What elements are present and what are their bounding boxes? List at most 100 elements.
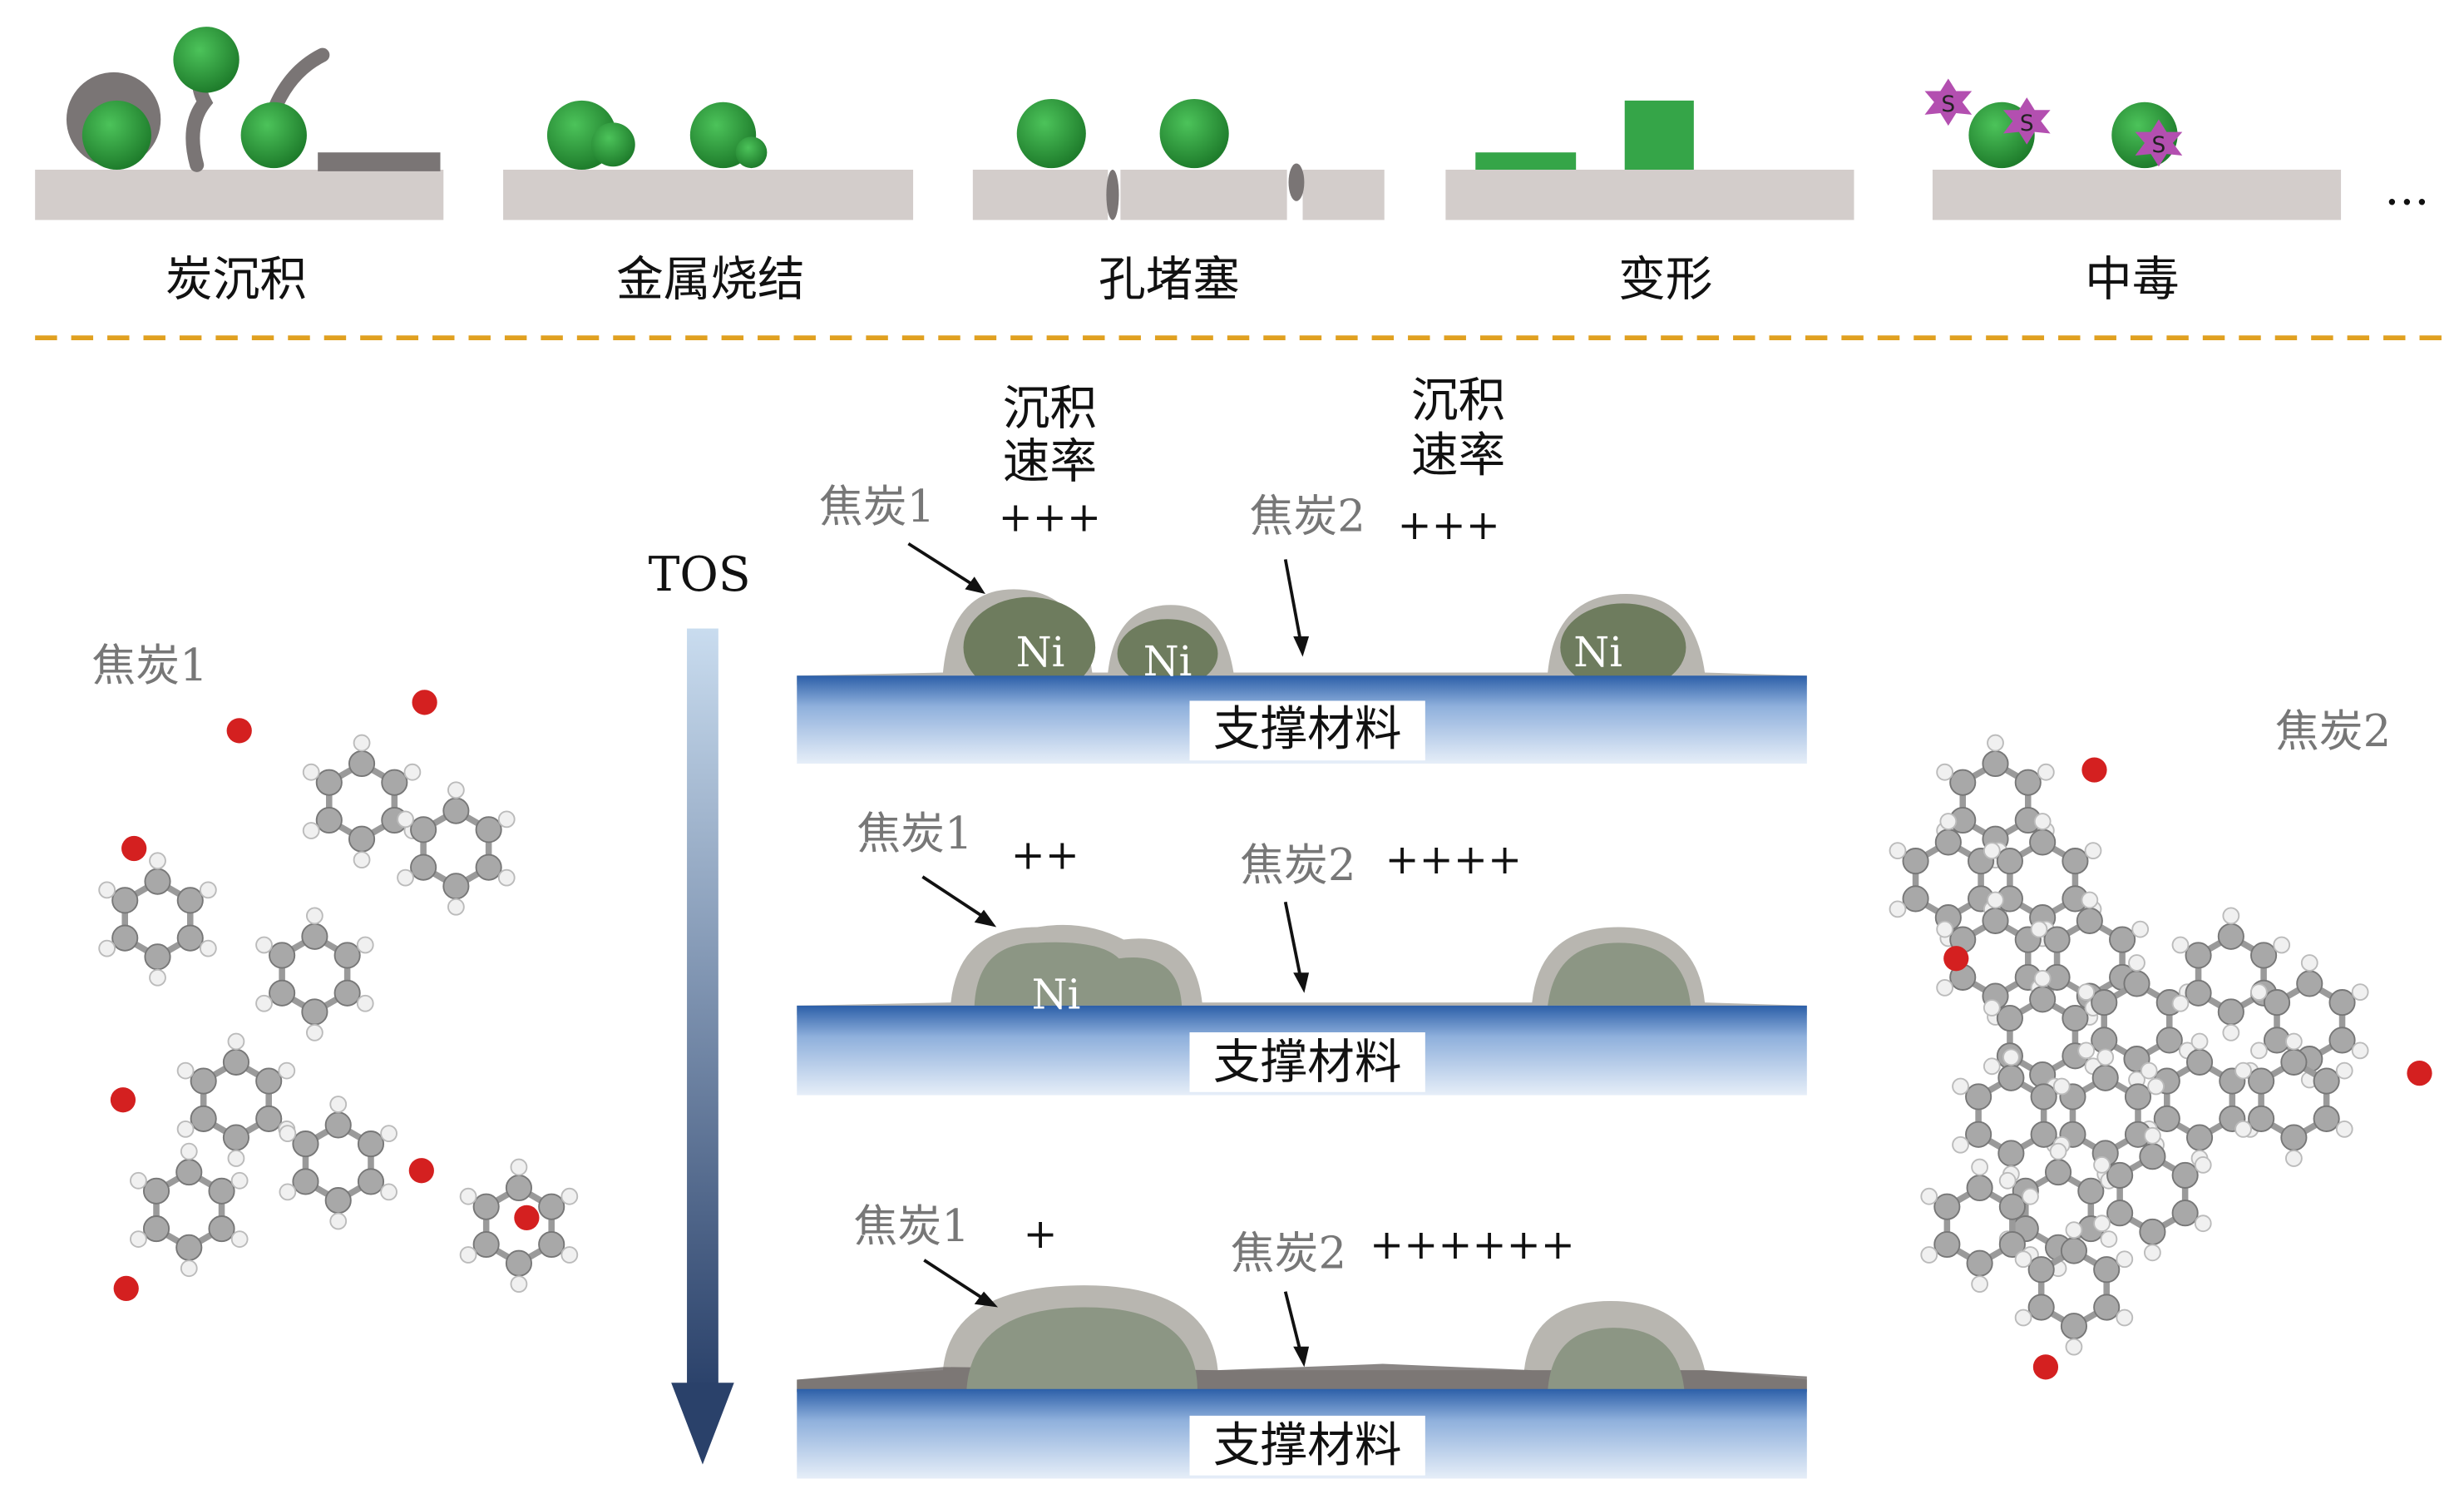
carbon-atom [2062,848,2089,875]
carbon-atom [269,942,296,969]
ni-particle [966,1307,1197,1391]
carbon-atom [315,806,343,834]
pointer-arrow [907,542,979,590]
hydrogen-atom [2250,983,2268,1002]
hydrogen-atom [2147,1077,2165,1096]
carbon-atom [2109,926,2136,953]
carbon-atom [357,1130,385,1158]
carbon-atom [2014,769,2042,796]
carbon-atom [348,750,376,778]
hydrogen-atom [2190,1032,2209,1051]
coke-layer [318,152,441,171]
ni-label: Ni [1032,971,1081,1019]
oxygen-atom [1943,946,1969,972]
pointer-arrow [1283,559,1303,645]
carbon-atom [315,769,343,796]
sulfur-symbol: S [2020,111,2034,136]
hydrogen-atom [2250,1041,2268,1060]
oxygen-atom [2032,1354,2059,1380]
hydrogen-atom [2351,1041,2369,1060]
hydrogen-atom [1920,1187,1938,1205]
ni-label: Ni [1016,628,1065,676]
hydrogen-atom [98,881,116,899]
pointer-arrow [923,1259,988,1303]
hydrogen-atom [2116,1250,2134,1269]
metal-particle [590,122,635,167]
carbon-atom [2217,998,2244,1026]
reshaped-particle [1624,100,1694,170]
carbon-atom [1997,1064,2025,1091]
hydrogen-atom [459,1187,477,1205]
carbon-atom [2029,829,2057,856]
carbon-atom [538,1193,565,1220]
oxygen-atom [2407,1061,2432,1086]
carbon-atom [1997,1140,2025,1167]
carbon-atom [1933,1230,1961,1259]
hydrogen-atom [2194,1215,2212,1233]
mechanism-label: 炭沉积 [165,252,307,307]
carbon-atom [2171,1161,2199,1189]
coke2-molecule-model [1889,734,2432,1380]
carbon-atom [2313,1105,2340,1132]
hydrogen-atom [1983,1057,2001,1076]
carbon-atom [1966,1174,1993,1202]
tos-arrow-icon [671,628,734,1465]
molecule-left-label: 焦炭1 [91,641,207,691]
carbon-atom [2093,1256,2121,1284]
hydrogen-atom [459,1246,477,1264]
carbon-atom [538,1230,565,1259]
tos-label: TOS [649,547,751,602]
carbon-atom [1902,848,1929,875]
carbon-atom [324,1187,352,1215]
hydrogen-atom [2171,994,2190,1012]
hydrogen-atom [510,1275,528,1293]
carbon-atom [1996,848,2023,875]
hydrogen-atom [199,881,217,899]
hydrogen-atom [329,1212,348,1230]
carbon-atom [2217,923,2244,950]
hydrogen-atom [2052,1077,2071,1096]
carbon-atom [410,853,437,881]
carbon-atom [142,1215,170,1243]
hydrogen-atom [497,868,516,887]
support-bar [972,170,1109,220]
coke1-rate: + [1023,1210,1057,1258]
carbon-atom [2171,1200,2199,1227]
carbon-atom [2123,970,2150,997]
carbon-atom [2185,979,2212,1007]
support-label: 支撑材料 [1213,701,1402,756]
rate-label: 速率 [1411,428,1505,483]
sulfur-symbol: S [1941,92,1955,117]
hydrogen-atom [130,1171,147,1190]
carbon-atom [2030,1083,2057,1111]
carbon-atom [1966,1249,1993,1277]
carbon-atom [2062,1004,2089,1032]
carbon-atom [475,816,502,843]
carbon-atom [190,1105,217,1132]
hydrogen-atom [279,1125,297,1143]
coke2-label: 焦炭2 [1249,491,1365,542]
hydrogen-atom [2351,983,2369,1002]
oxygen-atom [121,835,147,862]
carbon-atom [175,1159,203,1186]
ni-particle [963,596,1096,698]
ni-particle [1548,1328,1685,1391]
carbon-atom [2027,1294,2055,1321]
carbon-atom [144,868,171,895]
sulfur-symbol: S [2152,132,2166,158]
carbon-atom [442,873,470,900]
hydrogen-atom [2144,1244,2161,1262]
hydrogen-atom [2077,1041,2096,1060]
metal-particle [81,100,151,170]
carbon-atom [357,1168,385,1195]
carbon-atom [2155,1027,2183,1054]
hydrogen-atom [2033,970,2052,987]
hydrogen-atom [380,1183,397,1201]
hydrogen-atom [149,852,166,870]
more-ellipsis: ... [2384,161,2429,216]
mechanism-label: 金属烧结 [616,252,805,307]
carbon-atom [2093,1294,2121,1321]
hydrogen-atom [2285,1150,2303,1167]
coking-panel-2: 支撑材料 Ni 焦炭1 ++ 焦炭2 ++++ [797,809,1807,1096]
coke1-rate: +++ [999,492,1101,541]
